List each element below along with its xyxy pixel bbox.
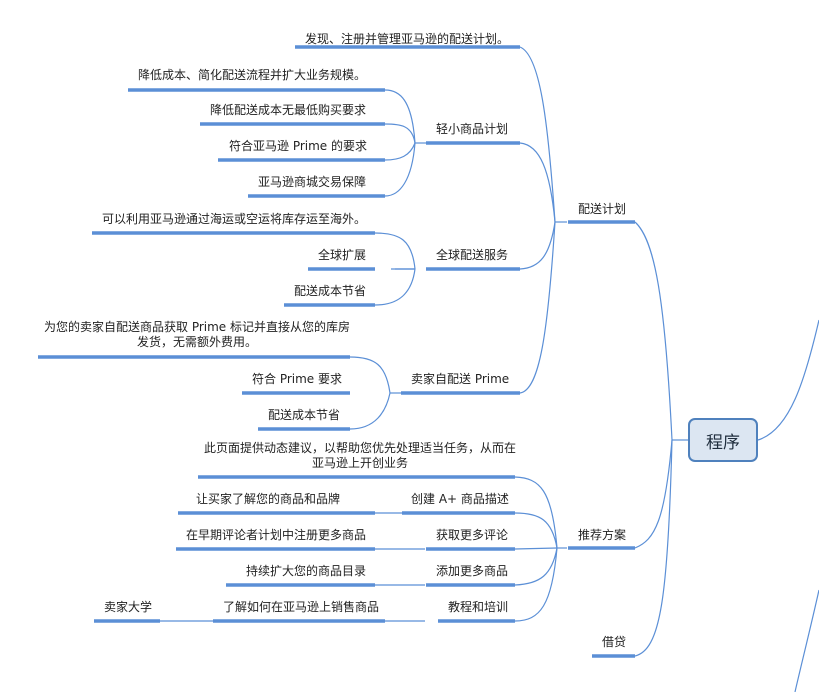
node-seller-prime[interactable]: 卖家自配送 Prime [411,372,510,386]
node-recommend-item[interactable]: 添加更多商品 [436,564,509,578]
node-global-child[interactable]: 可以利用亚马逊通过海运或空运将库存运至海外。 [102,212,367,226]
node-recommend-detail[interactable]: 持续扩大您的商品目录 [246,564,367,578]
node-global-delivery[interactable]: 全球配送服务 [436,248,509,262]
connector-root-credit [634,439,673,657]
connector-delivery-seller [519,221,556,394]
connector-root-delivery [634,221,673,441]
node-recommend-item[interactable]: 获取更多评论 [436,528,509,542]
connector-delivery-desc [519,46,556,223]
connector-root-recommend [634,439,673,549]
node-recommend-item[interactable]: 教程和培训 [448,600,509,614]
node-small-light-child[interactable]: 符合亚马逊 Prime 的要求 [229,139,367,153]
node-recommend-item[interactable]: 创建 A+ 商品描述 [411,492,509,506]
node-seller-prime-child[interactable]: 配送成本节省 [268,408,341,422]
root-node[interactable]: 程序 [688,418,758,462]
connector-delivery-small [519,142,556,223]
node-small-light-child[interactable]: 降低成本、简化配送流程并扩大业务规模。 [138,68,367,82]
node-recommendations[interactable]: 推荐方案 [578,528,627,542]
node-global-child[interactable]: 配送成本节省 [294,284,367,298]
node-delivery-plan[interactable]: 配送计划 [578,202,627,216]
node-small-light-child[interactable]: 降低配送成本无最低购买要求 [210,103,367,117]
connector-delivery-global [519,221,556,270]
node-credit[interactable]: 借贷 [602,635,627,649]
node-recommend-detail[interactable]: 了解如何在亚马逊上销售商品 [223,600,380,614]
node-global-child[interactable]: 全球扩展 [318,248,367,262]
node-recommend-detail[interactable]: 在早期评论者计划中注册更多商品 [186,528,367,542]
node-seller-prime-child[interactable]: 符合 Prime 要求 [252,372,342,386]
connector-root-right-lower [794,589,819,692]
node-recommend-detail[interactable]: 让买家了解您的商品和品牌 [196,492,341,506]
node-small-light-child[interactable]: 亚马逊商城交易保障 [258,175,367,189]
connector-root-right-upper [757,319,819,441]
node-small-light[interactable]: 轻小商品计划 [436,122,509,136]
root-label: 程序 [706,432,740,453]
node-seller-prime-child[interactable]: 为您的卖家自配送商品获取 Prime 标记并直接从您的库房发货，无需额外费用。 [44,320,350,349]
node-seller-university[interactable]: 卖家大学 [104,600,153,614]
node-delivery-description[interactable]: 发现、注册并管理亚马逊的配送计划。 [305,32,510,46]
node-recommend-description[interactable]: 此页面提供动态建议，以帮助您优先处理适当任务，从而在亚马逊上开创业务 [203,441,516,470]
